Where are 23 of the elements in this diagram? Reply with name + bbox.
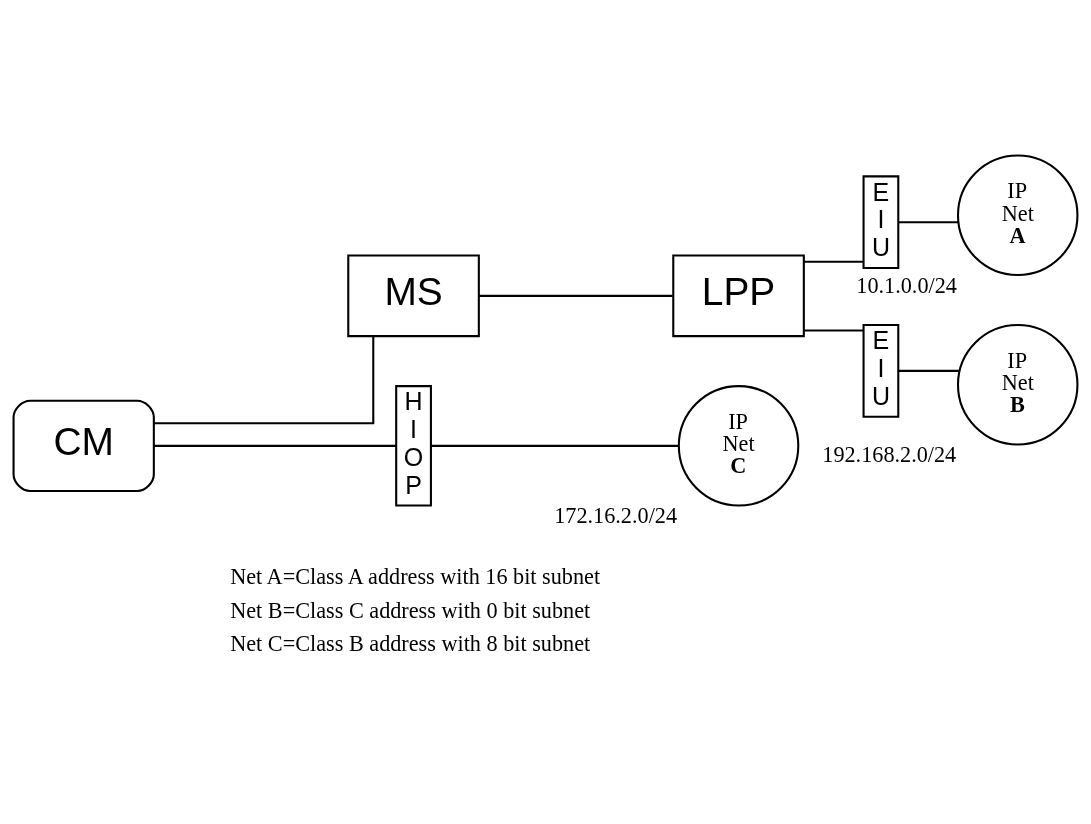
connector [803,260,864,263]
node-box: E I U [862,323,900,418]
connector [898,369,960,372]
connector [478,294,673,297]
node-box: CM [12,399,155,492]
node-label: 10.1.0.0/24 [856,272,957,298]
node-label: 192.168.2.0/24 [822,441,957,467]
label: Net B=Class C address with 0 bit subnet [230,597,591,623]
node-box: MS [347,254,480,337]
node-circle: IP Net A [956,154,1079,276]
node-circle: IP Net B [956,323,1079,445]
connector [154,335,375,424]
connector [431,444,679,447]
connector [154,444,396,447]
label: Net C=Class B address with 8 bit subnet [230,630,591,656]
node-box: E I U [862,174,900,269]
node-box: H I O P [395,384,432,507]
node-label: 172.16.2.0/24 [554,502,678,528]
node-box: LPP [672,254,805,337]
connector [803,329,864,332]
label: Net A=Class A address with 16 bit subnet [230,563,601,589]
node-circle: IP Net C [677,384,800,507]
connector [898,220,959,223]
